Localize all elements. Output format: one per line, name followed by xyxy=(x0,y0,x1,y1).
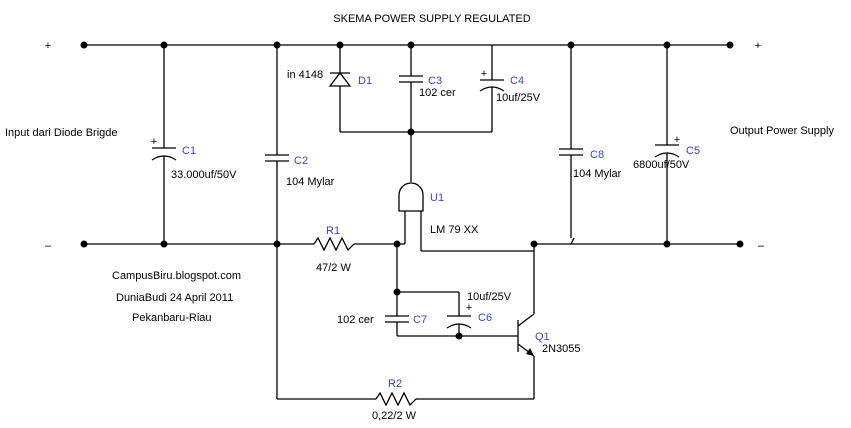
transistor-q1: Q1 2N3055 xyxy=(517,251,581,399)
c3-value: 102 cer xyxy=(419,87,456,99)
c1-value: 33.000uf/50V xyxy=(171,169,237,181)
c4-ref: C4 xyxy=(510,75,524,87)
input-plus-sign: + xyxy=(45,40,51,52)
c5-value: 6800uf/50V xyxy=(633,159,690,171)
r1-value: 47/2 W xyxy=(316,262,351,274)
input-label: Input dari Diode Brigde xyxy=(5,127,118,139)
r1-ref: R1 xyxy=(326,225,340,237)
lower-network-wire xyxy=(396,244,518,337)
c1-polarity: + xyxy=(151,136,157,148)
u1-ref: U1 xyxy=(430,192,444,204)
c5-ref: C5 xyxy=(686,145,700,157)
output-label: Output Power Supply xyxy=(730,125,834,137)
u1-value: LM 79 XX xyxy=(430,224,479,236)
c6-polarity: + xyxy=(466,302,472,314)
capacitor-c6: + 10uf/25V C6 xyxy=(446,291,512,329)
capacitor-c8: C8 104 Mylar xyxy=(559,45,622,238)
diagram-title: SKEMA POWER SUPPLY REGULATED xyxy=(333,13,530,25)
credit-line-1: CampusBiru.blogspot.com xyxy=(112,270,241,282)
q1-ref: Q1 xyxy=(535,331,550,343)
credit-line-3: Pekanbaru-Riau xyxy=(132,312,212,324)
capacitor-c1: + C1 33.000uf/50V xyxy=(151,45,237,244)
r2-value: 0,22/2 W xyxy=(372,410,417,422)
capacitor-c5: + C5 6800uf/50V xyxy=(633,45,700,244)
c6-value: 10uf/25V xyxy=(467,291,512,303)
c3-ref: C3 xyxy=(428,75,442,87)
capacitor-c7: 102 cer C7 xyxy=(337,314,427,326)
capacitor-c2: C2 104 Mylar xyxy=(265,45,335,244)
c4-polarity: + xyxy=(481,68,487,80)
input-minus-sign: – xyxy=(45,240,52,252)
c2-value: 104 Mylar xyxy=(286,176,335,188)
c1-ref: C1 xyxy=(182,145,196,157)
capacitor-c3: C3 102 cer xyxy=(399,45,456,132)
c7-value: 102 cer xyxy=(337,314,374,326)
bottom-rail-wire xyxy=(84,237,740,252)
output-plus-sign: + xyxy=(755,40,761,52)
d1-value: in 4148 xyxy=(287,69,323,81)
diode-d1: in 4148 D1 xyxy=(287,45,372,132)
regulator-common-wire xyxy=(340,131,492,182)
regulator-u1: U1 LM 79 XX xyxy=(397,182,479,251)
d1-ref: D1 xyxy=(358,75,372,87)
credit-line-2: DuniaBudi 24 April 2011 xyxy=(116,292,233,304)
c6-ref: C6 xyxy=(478,312,492,324)
c4-value: 10uf/25V xyxy=(496,92,541,104)
output-minus-sign: – xyxy=(758,240,765,252)
c8-ref: C8 xyxy=(590,149,604,161)
resistor-r2: R2 0,22/2 W xyxy=(276,244,534,422)
r2-ref: R2 xyxy=(388,378,402,390)
c8-value: 104 Mylar xyxy=(573,168,622,180)
resistor-r1: R1 47/2 W xyxy=(313,225,355,274)
c5-polarity: + xyxy=(674,134,680,146)
q1-value: 2N3055 xyxy=(542,343,581,355)
credits-block: CampusBiru.blogspot.com DuniaBudi 24 Apr… xyxy=(112,270,241,324)
c7-ref: C7 xyxy=(413,314,427,326)
c2-ref: C2 xyxy=(294,155,308,167)
capacitor-c4: + C4 10uf/25V xyxy=(479,45,541,132)
